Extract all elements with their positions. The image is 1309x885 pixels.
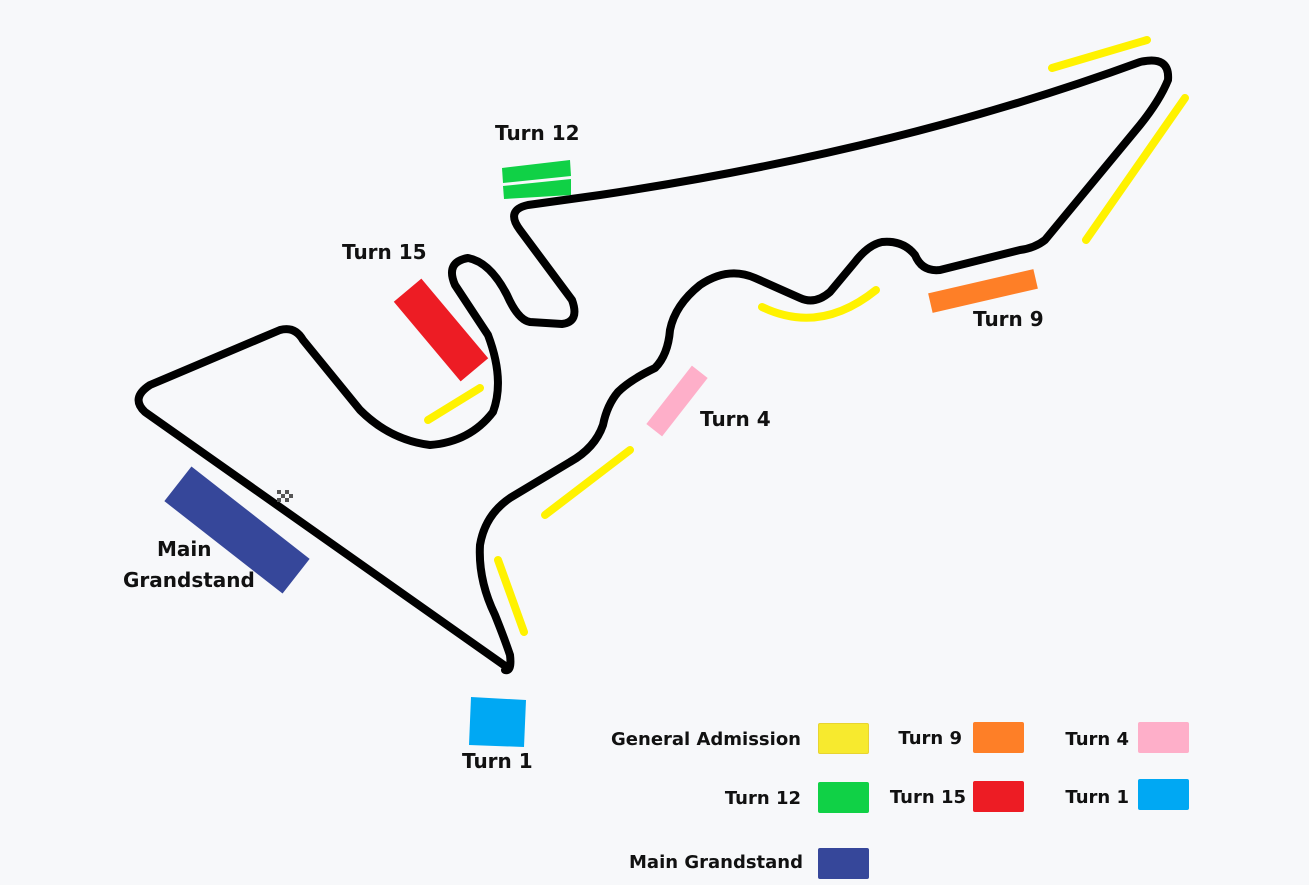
legend-label-turn4: Turn 4 xyxy=(1065,729,1129,750)
ga-zone[interactable] xyxy=(424,384,484,424)
turn4-stand[interactable] xyxy=(646,365,708,437)
ga-zone[interactable] xyxy=(1082,94,1189,244)
legend-swatch-turn12 xyxy=(818,782,869,813)
ga-zone[interactable] xyxy=(541,446,634,519)
legend-swatch-general-admission xyxy=(818,723,869,754)
legend-swatch-main-grandstand xyxy=(818,848,869,879)
turn12-stand[interactable] xyxy=(502,160,571,199)
turn9-label: Turn 9 xyxy=(973,307,1044,331)
legend-label-turn15: Turn 15 xyxy=(889,787,966,808)
legend-label-turn9: Turn 9 xyxy=(898,728,962,749)
ga-zone[interactable] xyxy=(1048,36,1151,72)
legend-label-main-grandstand: Main Grandstand xyxy=(629,852,803,873)
turn1-stand[interactable] xyxy=(469,697,526,747)
legend-swatch-turn1 xyxy=(1138,779,1189,810)
ga-zone[interactable] xyxy=(758,286,880,322)
legend-label-general-admission: General Admission xyxy=(611,729,801,750)
turn12-label: Turn 12 xyxy=(495,121,580,145)
turn15-stand[interactable] xyxy=(393,278,489,382)
ga-zone[interactable] xyxy=(494,556,528,636)
main-grandstand-stand[interactable] xyxy=(164,466,310,594)
race-track xyxy=(134,56,1173,675)
legend-swatch-turn9 xyxy=(973,722,1024,753)
legend-swatch-turn4 xyxy=(1138,722,1189,753)
turn4-label: Turn 4 xyxy=(700,407,771,431)
turn1-label: Turn 1 xyxy=(462,749,533,773)
main-grandstand-label-line2: Grandstand xyxy=(123,568,255,592)
main-grandstand-label-line1: Main xyxy=(157,537,212,561)
turn9-stand[interactable] xyxy=(928,269,1038,313)
checkered-flag-icon xyxy=(277,490,293,502)
legend-label-turn12: Turn 12 xyxy=(724,788,801,809)
turn15-label: Turn 15 xyxy=(342,240,427,264)
general-admission-areas xyxy=(424,36,1189,636)
legend-label-turn1: Turn 1 xyxy=(1065,787,1129,808)
legend-swatch-turn15 xyxy=(973,781,1024,812)
